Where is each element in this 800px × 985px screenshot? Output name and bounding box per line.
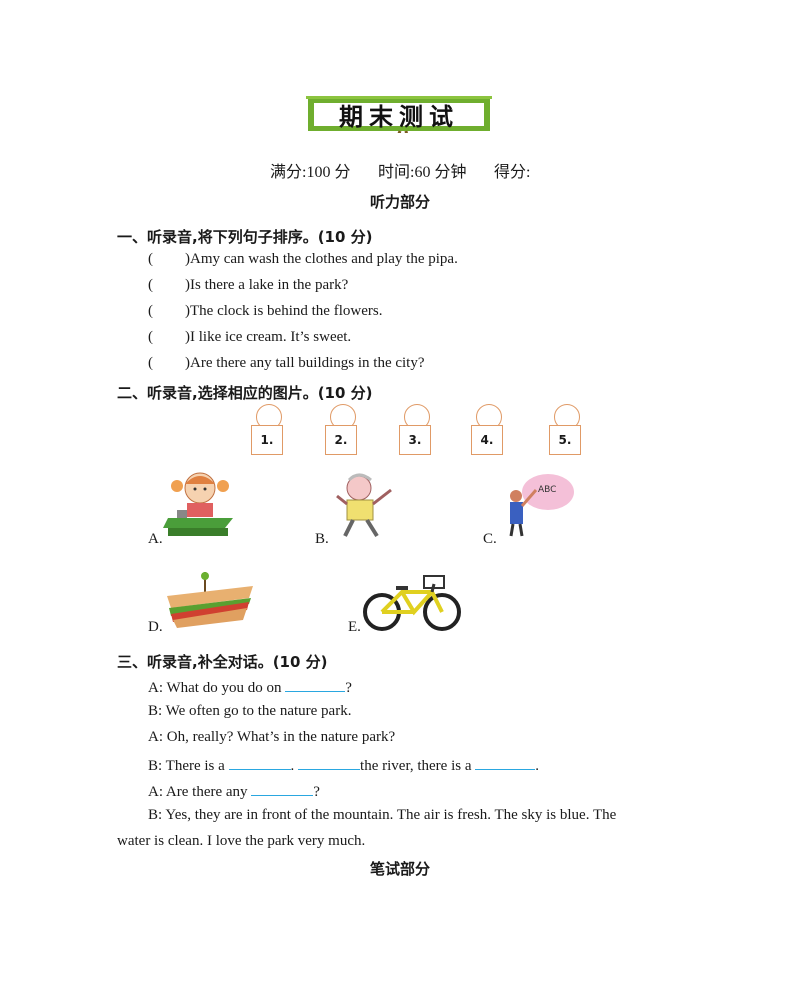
option-label-b: B. [315,531,329,547]
score-text: 得分: [494,164,531,181]
list-item: ()I like ice cream. It’s sweet. [148,329,352,345]
option-label-d: D. [148,619,163,635]
dialogue-line-3: A: Oh, really? What’s in the nature park… [148,729,396,745]
writing-heading: 笔试部分 [369,860,430,878]
blank-4[interactable] [475,755,536,770]
list-item: ()Are there any tall buildings in the ci… [148,355,425,371]
sandwich-icon [167,572,253,628]
answer-box-1[interactable]: 1. [251,425,283,455]
svg-text:ABC: ABC [538,485,556,495]
answer-box-5[interactable]: 5. [549,425,581,455]
option-label-a: A. [148,531,163,547]
dialogue-line-1: A: What do you do on ? [148,677,352,697]
list-item: ()Is there a lake in the park? [148,277,349,293]
blank-1[interactable] [285,677,346,692]
listening-heading: 听力部分 [369,193,430,211]
answer-box-4[interactable]: 4. [471,425,503,455]
answer-box-2[interactable]: 2. [325,425,357,455]
dialogue-line-2: B: We often go to the nature park. [148,703,352,719]
bicycle-icon [363,575,461,631]
teacher-at-board-icon: ABC [509,474,574,537]
section3-heading: 三、听录音,补全对话。(10 分) [117,653,328,671]
time-text: 时间:60 分钟 [378,164,467,181]
list-item: ()The clock is behind the flowers. [148,303,383,319]
list-item: ()Amy can wash the clothes and play the … [148,251,458,267]
girl-at-desk-icon [163,472,233,536]
blank-5[interactable] [251,781,314,796]
answer-box-3[interactable]: 3. [399,425,431,455]
title-banner [306,96,492,133]
page-title: 期末测试 [339,103,459,131]
dialogue-line-5: A: Are there any ? [148,781,320,801]
section1-heading: 一、听录音,将下列句子排序。(10 分) [117,228,373,246]
blank-3[interactable] [298,755,361,770]
full-score-text: 满分:100 分 [270,164,351,181]
option-label-e: E. [348,619,361,635]
dialogue-line-4: B: There is a . the river, there is a . [148,755,539,775]
dialogue-line-7: water is clean. I love the park very muc… [117,833,366,849]
dialogue-line-6: B: Yes, they are in front of the mountai… [148,807,617,823]
option-label-c: C. [483,531,497,547]
section1-list: ()Amy can wash the clothes and play the … [148,251,458,381]
section2-heading: 二、听录音,选择相应的图片。(10 分) [117,384,373,402]
blank-2[interactable] [228,755,291,770]
old-man-singing-icon [336,473,392,538]
